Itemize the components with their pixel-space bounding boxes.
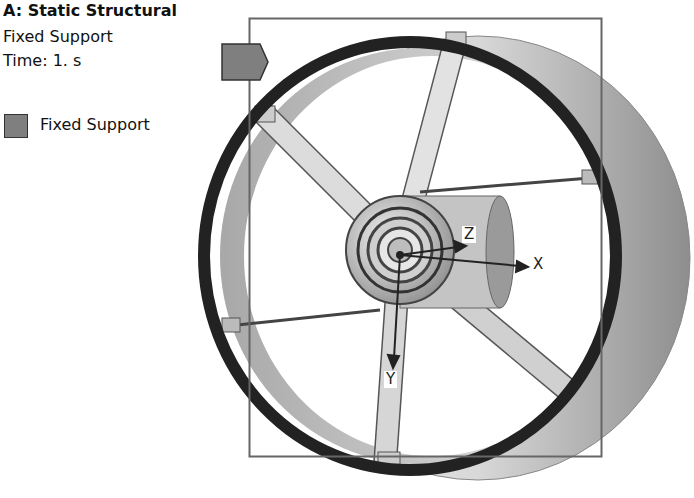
panel-title: A: Static Structural bbox=[3, 2, 177, 20]
time-label: Time: 1. s bbox=[3, 52, 81, 70]
object-name: Fixed Support bbox=[3, 28, 113, 46]
axis-label: Y bbox=[384, 371, 397, 388]
legend-text: Fixed Support bbox=[40, 116, 150, 134]
legend-swatch bbox=[4, 114, 28, 138]
axis-label: X bbox=[531, 256, 545, 273]
axis-label: Z bbox=[462, 226, 476, 243]
